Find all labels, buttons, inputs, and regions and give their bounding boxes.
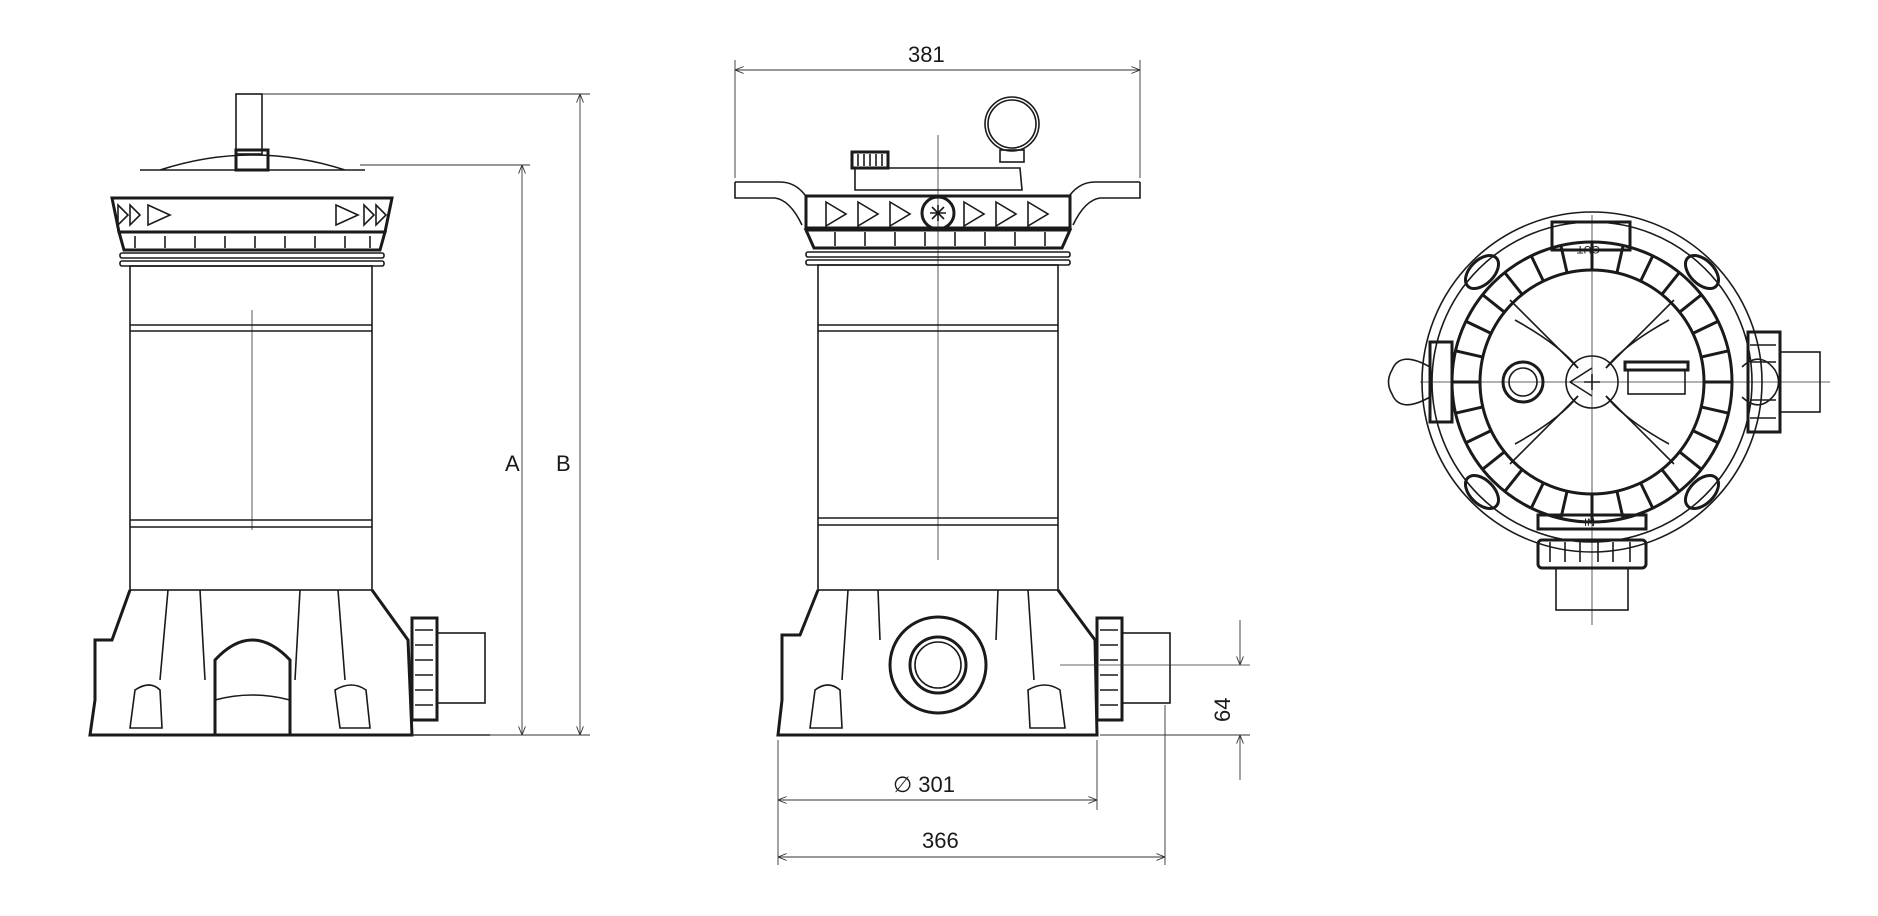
ring-segment (1481, 450, 1506, 471)
ring-segment (1700, 405, 1729, 415)
dimension-64-label: 64 (1210, 698, 1235, 722)
ring-segment (1529, 482, 1545, 509)
ring-segment (1529, 255, 1545, 282)
dimension-381-label: 381 (908, 42, 945, 67)
ring-segment (1660, 271, 1681, 296)
inlet-label: IN (1584, 517, 1595, 529)
ring-segment (1503, 468, 1524, 493)
dimension-diameter-label: ∅ 301 (893, 772, 955, 797)
ring-segment (1678, 450, 1703, 471)
ring-segment (1455, 349, 1484, 359)
ring-segment (1465, 429, 1492, 445)
ring-segment (1481, 293, 1506, 314)
ring-segment (1692, 429, 1719, 445)
logo-icon (1569, 367, 1600, 397)
dimension-366-label: 366 (922, 828, 959, 853)
ring-segment (1455, 405, 1484, 415)
ring-segment (1639, 482, 1655, 509)
ring-segment (1700, 349, 1729, 359)
dimension-b-label: B (556, 451, 571, 476)
dimension-a-label: A (505, 451, 520, 476)
ring-segment (1639, 255, 1655, 282)
ring-segment (1678, 293, 1703, 314)
ring-segment (1503, 271, 1524, 296)
top-view: OUT IN (1387, 211, 1830, 625)
side-view (88, 93, 490, 737)
front-view (734, 96, 1250, 737)
ring-segment (1692, 319, 1719, 335)
ring-segment (1465, 319, 1492, 335)
ring-segment (1660, 468, 1681, 493)
lid-arrows (825, 200, 1050, 228)
lid-arrows (117, 203, 388, 227)
dimension-a-b: A B (262, 93, 590, 736)
dimension-front: 381 ∅ 301 366 64 (734, 42, 1250, 865)
outlet-label: OUT (1577, 243, 1601, 255)
